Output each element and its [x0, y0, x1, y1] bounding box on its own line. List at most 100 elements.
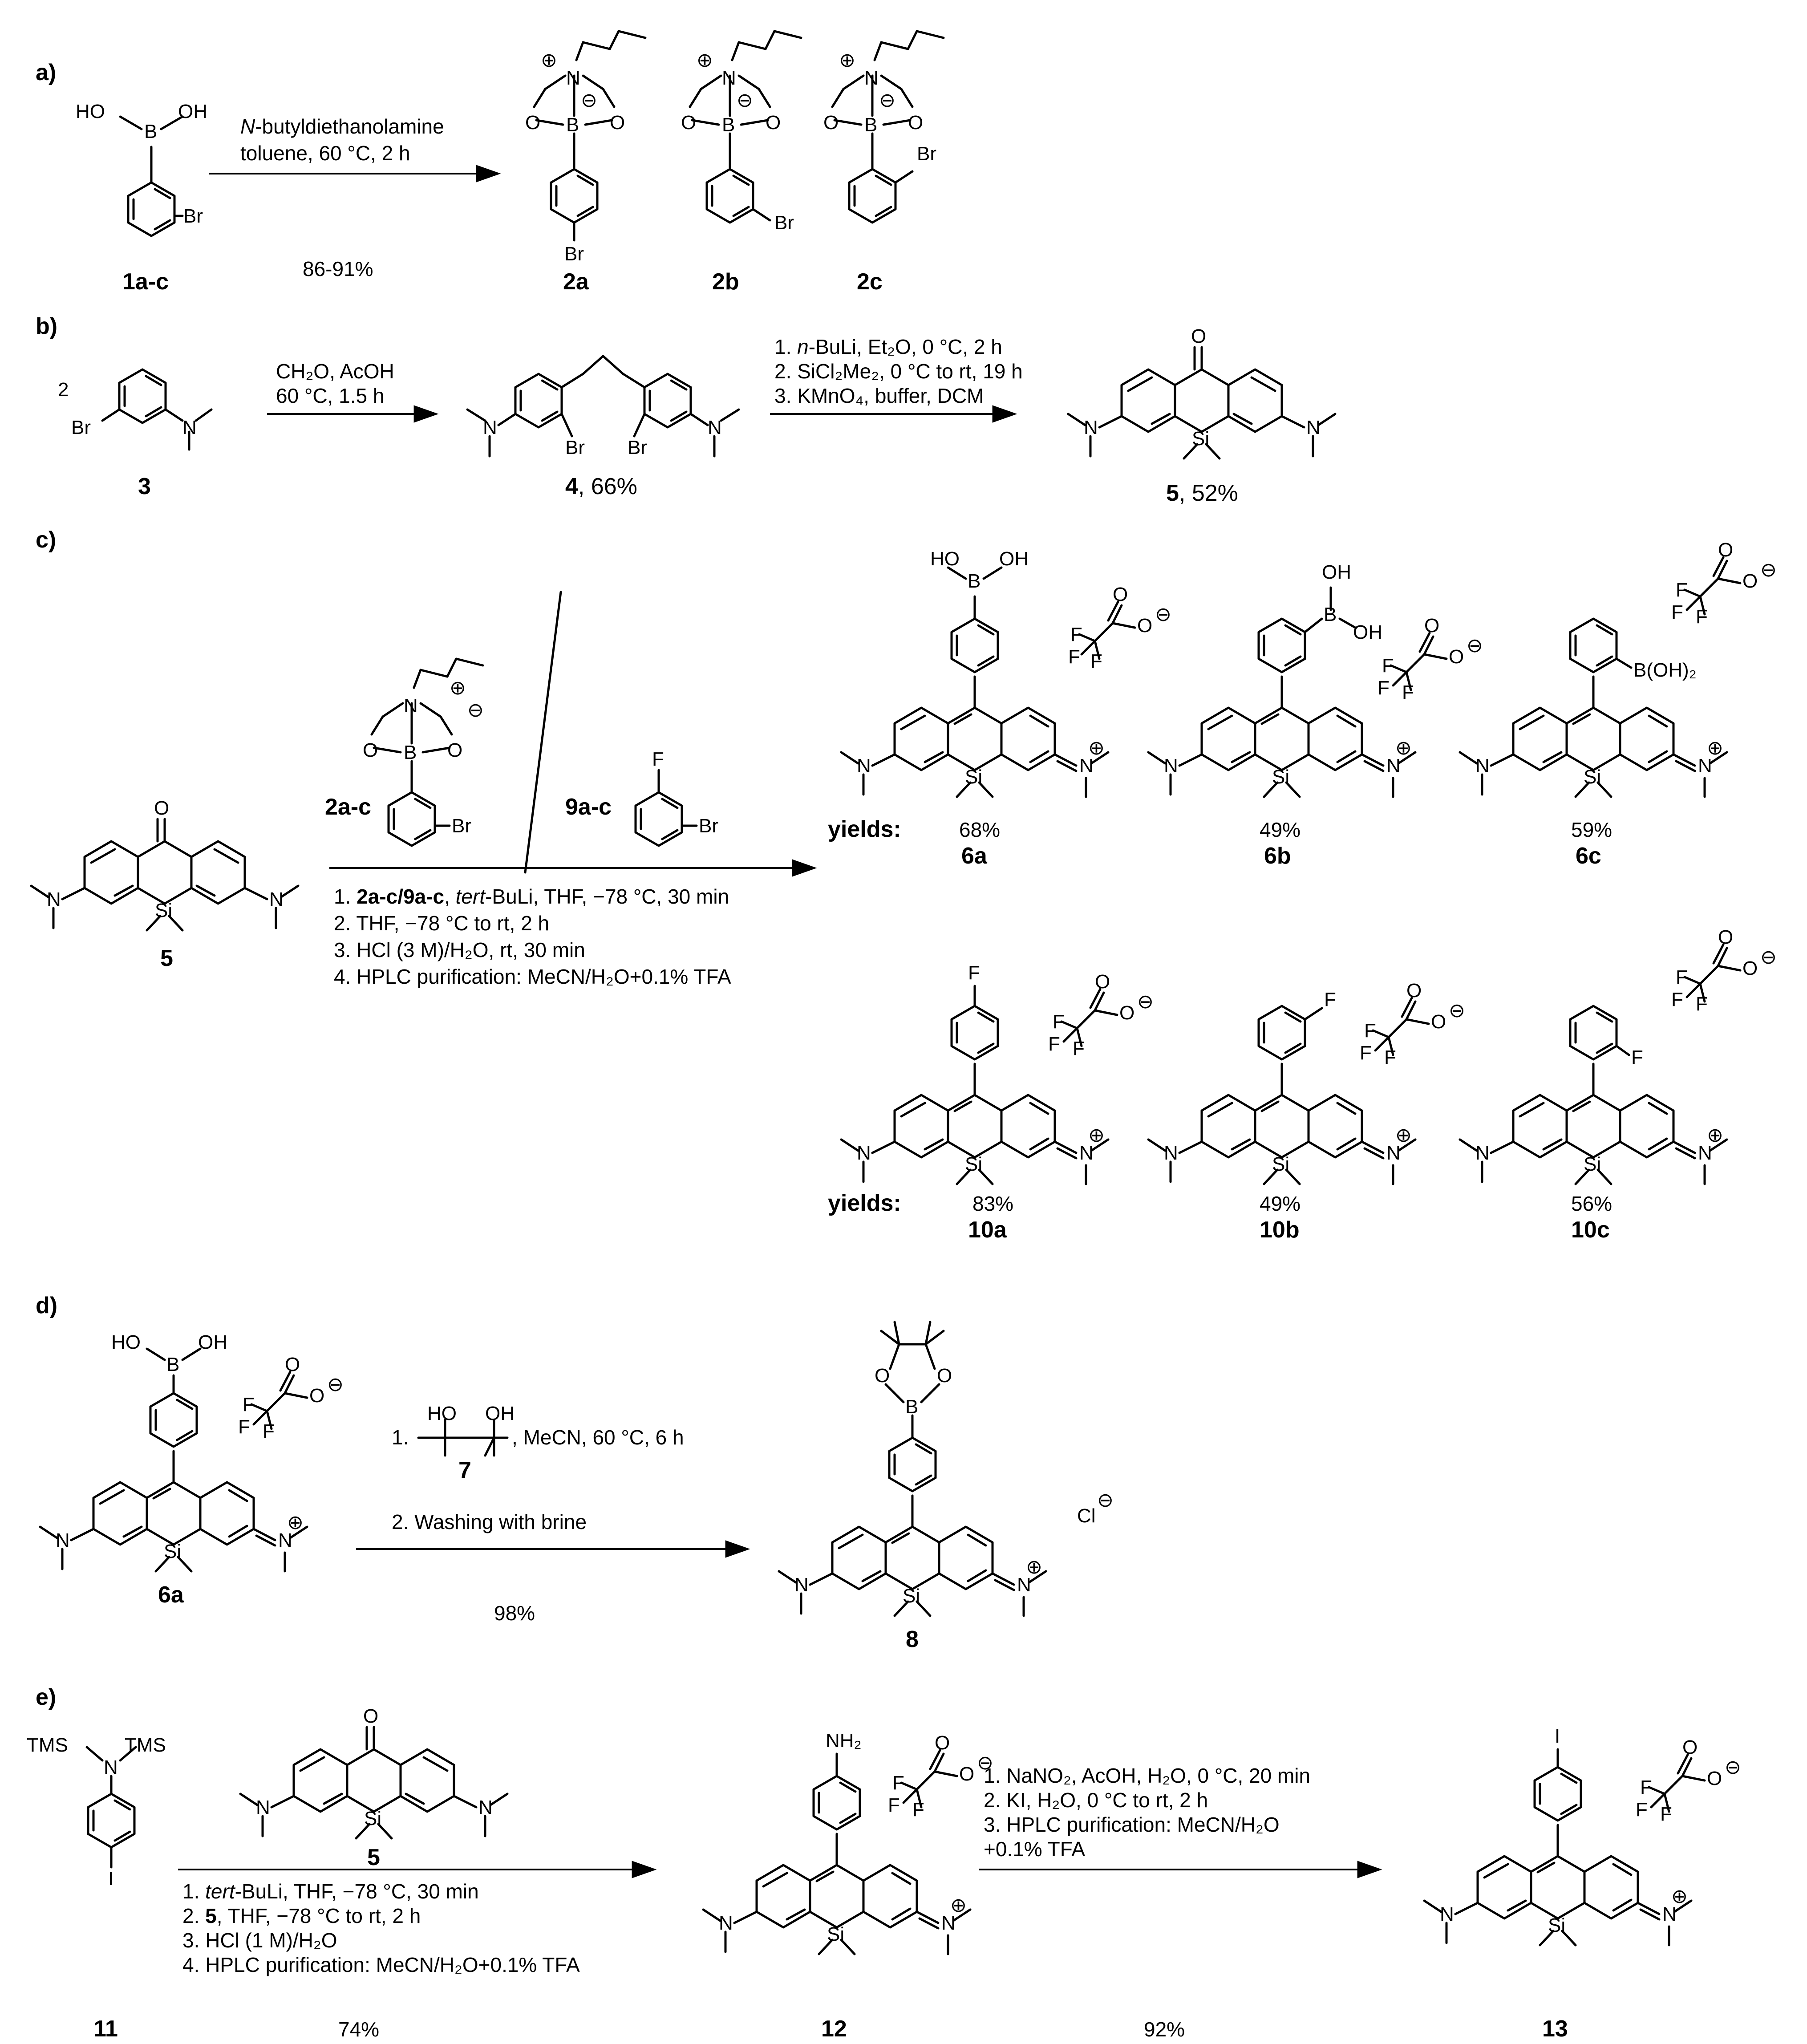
svg-text:F: F: [1671, 989, 1683, 1010]
svg-text:1. n-BuLi, Et₂O, 0 °C, 2 h: 1. n-BuLi, Et₂O, 0 °C, 2 h: [774, 335, 1002, 358]
svg-text:O: O: [309, 1385, 324, 1407]
svg-text:OH: OH: [485, 1403, 515, 1424]
svg-text:N: N: [1475, 755, 1490, 777]
svg-text:N: N: [483, 417, 497, 438]
reagent-9a-c: F Br: [636, 748, 718, 846]
svg-text:F: F: [1070, 624, 1082, 645]
svg-text:O: O: [1682, 1736, 1698, 1758]
label-5-c: 5: [160, 945, 173, 971]
conditions-b2-line3: 3. KMnO₄, buffer, DCM: [774, 384, 984, 407]
svg-text:N: N: [1079, 1142, 1094, 1164]
svg-text:⊕: ⊕: [541, 49, 557, 71]
svg-text:B: B: [404, 742, 417, 763]
yield-5: , 52%: [1179, 480, 1238, 506]
svg-text:1. tert-BuLi, THF, −78 °C, 30: 1. tert-BuLi, THF, −78 °C, 30 min: [182, 1880, 479, 1903]
svg-text:O: O: [1718, 539, 1733, 561]
svg-text:Si: Si: [155, 900, 172, 921]
conditions-e2-line1: 1. NaNO₂, AcOH, H₂O, 0 °C, 20 min: [984, 1764, 1310, 1787]
svg-text:⊖: ⊖: [879, 89, 895, 111]
svg-text:N: N: [1698, 755, 1712, 777]
svg-text:O: O: [875, 1365, 890, 1387]
svg-text:F: F: [1090, 650, 1102, 672]
b2-step1-rest: -BuLi, Et₂O, 0 °C, 2 h: [809, 335, 1002, 358]
svg-text:⊖: ⊖: [1467, 635, 1483, 657]
svg-text:Si: Si: [364, 1808, 381, 1829]
svg-text:O: O: [1113, 584, 1128, 605]
svg-text:O: O: [1191, 325, 1206, 347]
e-cond2-rest: , THF, −78 °C to rt, 2 h: [217, 1904, 421, 1927]
label-7: 7: [458, 1457, 471, 1483]
svg-text:Si: Si: [965, 766, 982, 788]
svg-text:N: N: [47, 888, 61, 910]
compound-6c: B(OH)₂ Si N N ⊕ O O ⊖ F F F: [1460, 539, 1777, 797]
svg-text:F: F: [1631, 1046, 1643, 1068]
conditions-e1-line4: 4. HPLC purification: MeCN/H₂O+0.1% TFA: [182, 1953, 580, 1976]
compound-10b: F Si N N ⊕ O O ⊖ F F F: [1148, 980, 1465, 1184]
label-6c: 6c: [1576, 843, 1601, 869]
svg-text:N: N: [56, 1529, 70, 1551]
svg-text:NH₂: NH₂: [826, 1730, 862, 1752]
svg-text:N: N: [1698, 1142, 1712, 1164]
svg-text:⊖: ⊖: [581, 89, 597, 111]
yield-10b: 49%: [1260, 1192, 1301, 1215]
svg-text:F: F: [243, 1394, 255, 1415]
conditions-d-line2: 2. Washing with brine: [392, 1510, 587, 1533]
label-6b: 6b: [1264, 843, 1291, 869]
svg-text:N: N: [857, 1142, 871, 1164]
svg-text:⊕: ⊕: [1707, 1124, 1723, 1146]
e-cond1-italic: tert: [205, 1880, 236, 1903]
label-10b: 10b: [1260, 1217, 1300, 1243]
svg-text:O: O: [1095, 971, 1110, 993]
svg-text:⊕: ⊕: [1026, 1556, 1042, 1578]
svg-text:Si: Si: [1272, 1153, 1289, 1175]
label-2c: 2c: [857, 269, 883, 295]
svg-text:O: O: [525, 112, 540, 134]
svg-text:N: N: [104, 1756, 118, 1778]
svg-text:⊖: ⊖: [737, 89, 753, 111]
svg-text:OH: OH: [1353, 621, 1382, 643]
reagent-italic-N: N: [240, 115, 255, 138]
svg-text:F: F: [1640, 1776, 1652, 1798]
label-6a: 6a: [961, 843, 988, 869]
svg-text:N: N: [1164, 1142, 1178, 1164]
svg-text:Si: Si: [1192, 428, 1209, 450]
conditions-b1-line1: CH₂O, AcOH: [276, 360, 394, 383]
svg-text:⊖: ⊖: [1155, 604, 1171, 625]
svg-text:N: N: [256, 1797, 270, 1818]
svg-text:Br: Br: [452, 815, 471, 837]
svg-text:OH: OH: [999, 548, 1029, 570]
svg-text:Si: Si: [1584, 766, 1601, 788]
svg-text:⊖: ⊖: [1137, 991, 1154, 1013]
svg-text:N: N: [1475, 1142, 1490, 1164]
label-13: 13: [1542, 2016, 1568, 2042]
svg-text:N: N: [1306, 417, 1321, 438]
panel-label-b: b): [36, 313, 57, 339]
svg-text:F: F: [1660, 1803, 1672, 1825]
svg-text:B: B: [166, 1354, 179, 1375]
b2-step1-italic: n: [797, 335, 809, 358]
svg-text:O: O: [935, 1732, 950, 1754]
svg-text:I: I: [1555, 1725, 1560, 1747]
panel-label-e: e): [36, 1684, 56, 1710]
svg-text:B: B: [566, 114, 579, 136]
label-3: 3: [138, 474, 151, 499]
svg-text:N: N: [1662, 1903, 1677, 1925]
svg-text:F: F: [1402, 681, 1414, 703]
svg-text:N: N: [1440, 1903, 1454, 1925]
svg-text:F: F: [1378, 677, 1390, 699]
svg-text:Br: Br: [774, 212, 794, 234]
svg-text:⊕: ⊕: [1395, 737, 1412, 759]
svg-text:Br: Br: [628, 437, 647, 458]
svg-text:N: N: [1386, 1142, 1401, 1164]
conditions-c-line4: 4. HPLC purification: MeCN/H₂O+0.1% TFA: [334, 965, 731, 988]
svg-text:⊖: ⊖: [1760, 559, 1777, 581]
yield-10a: 83%: [972, 1192, 1013, 1215]
svg-text:N-butyldiethanolamine: N-butyldiethanolamine: [240, 115, 444, 138]
conditions-e2-line4: +0.1% TFA: [984, 1837, 1085, 1861]
svg-text:O: O: [1424, 615, 1439, 637]
label-1a-c: 1a-c: [122, 269, 169, 295]
svg-text:F: F: [1360, 1042, 1372, 1064]
conditions-a: toluene, 60 °C, 2 h: [240, 142, 410, 165]
conditions-c-line3: 3. HCl (3 M)/H₂O, rt, 30 min: [334, 938, 585, 961]
svg-text:O: O: [1431, 1011, 1446, 1033]
